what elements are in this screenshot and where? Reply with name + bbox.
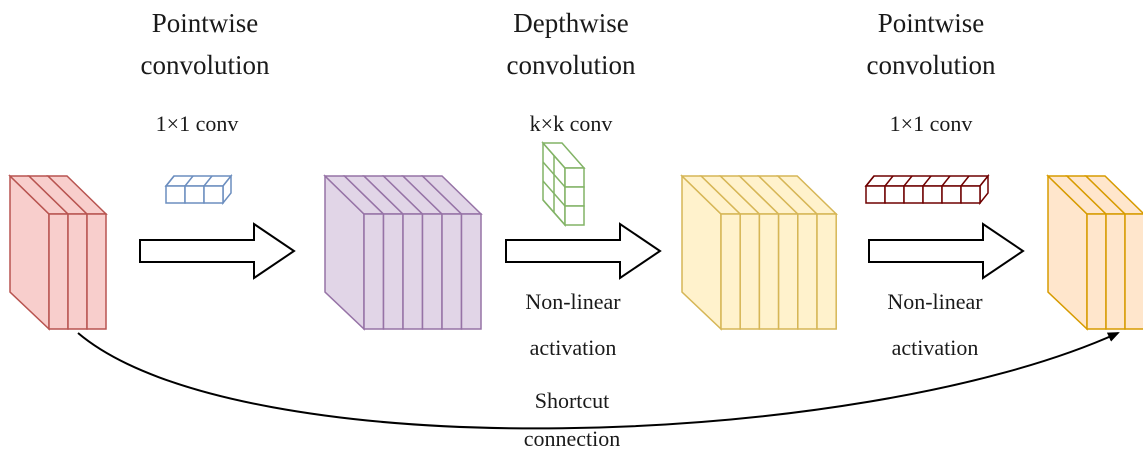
kernel3-edge [865, 175, 875, 187]
kernel3-cell [941, 185, 962, 204]
flow-arrow-2-shape [505, 222, 662, 280]
shortcut-label-line1: Shortcut [535, 388, 610, 413]
flow-arrow-2 [505, 222, 662, 280]
kernel3-cell [884, 185, 905, 204]
expand-slab [441, 213, 463, 330]
stage3-kernel-label: 1×1 conv [890, 111, 973, 136]
kernel2-cell [564, 167, 585, 188]
stage1-kernel-label: 1×1 conv [156, 111, 239, 136]
kernel3-edge [922, 175, 932, 187]
shortcut-label-line2: connection [524, 426, 621, 451]
flow-arrow-3 [868, 222, 1025, 280]
kernel1-cell [203, 185, 224, 204]
stage2-activation-line2: activation [530, 335, 617, 360]
depth-slab [758, 213, 780, 330]
expand-slab [460, 213, 482, 330]
expanded-feature-map [323, 174, 483, 331]
input-slab [86, 213, 107, 330]
output-top-face [1084, 175, 1143, 215]
depthwise-kernel [541, 141, 586, 227]
output-slab [1124, 213, 1143, 330]
depthwise-feature-map [680, 174, 839, 331]
kernel3-edge [884, 175, 894, 187]
output-slab [1105, 213, 1126, 330]
depth-slab [739, 213, 761, 330]
flow-arrow-1 [139, 222, 296, 280]
kernel3-cell [865, 185, 886, 204]
kernel3-cell [960, 185, 981, 204]
output-slab [1086, 213, 1107, 330]
output-feature-map [1046, 174, 1143, 331]
kernel2-cell [564, 186, 585, 207]
depth-slab [816, 213, 837, 330]
kernel3-edge [941, 175, 951, 187]
stage2-title-line1: Depthwise [513, 8, 628, 38]
pointwise-kernel-2 [864, 173, 990, 206]
kernel3-edge [960, 175, 970, 187]
stage2-kernel-label: k×k conv [530, 111, 613, 136]
kernel1-edge [184, 175, 194, 187]
stage1-title-line2: convolution [141, 50, 270, 80]
kernel3-edge [903, 175, 913, 187]
stage2-activation-line1: Non-linear [525, 289, 621, 314]
expand-slab [421, 213, 443, 330]
kernel1-cell [184, 185, 205, 204]
stage3-activation-line2: activation [892, 335, 979, 360]
depth-slab [797, 213, 818, 330]
flow-arrow-1-shape [139, 222, 296, 280]
flow-arrow-3-shape [868, 222, 1025, 280]
kernel3-cell [922, 185, 943, 204]
depth-slab [777, 213, 799, 330]
kernel2-cell [564, 205, 585, 226]
expand-slab [402, 213, 424, 330]
kernel1-cell [165, 185, 186, 204]
stage3-title-line2: convolution [867, 50, 996, 80]
stage1-title-line1: Pointwise [152, 8, 259, 38]
stage3-activation-line1: Non-linear [887, 289, 983, 314]
stage3-title-line1: Pointwise [878, 8, 985, 38]
kernel1-top [164, 175, 233, 187]
depth-slab [720, 213, 741, 330]
kernel1-edge [203, 175, 213, 187]
input-slab [48, 213, 69, 330]
expand-slab [382, 213, 404, 330]
pointwise-kernel-1 [164, 173, 233, 206]
kernel1-edge [165, 175, 175, 187]
kernel3-cell [903, 185, 924, 204]
expand-slab [363, 213, 385, 330]
shortcut-arrow [77, 332, 1120, 430]
input-feature-map [8, 174, 108, 331]
stage2-title-line2: convolution [507, 50, 636, 80]
input-slab [67, 213, 88, 330]
